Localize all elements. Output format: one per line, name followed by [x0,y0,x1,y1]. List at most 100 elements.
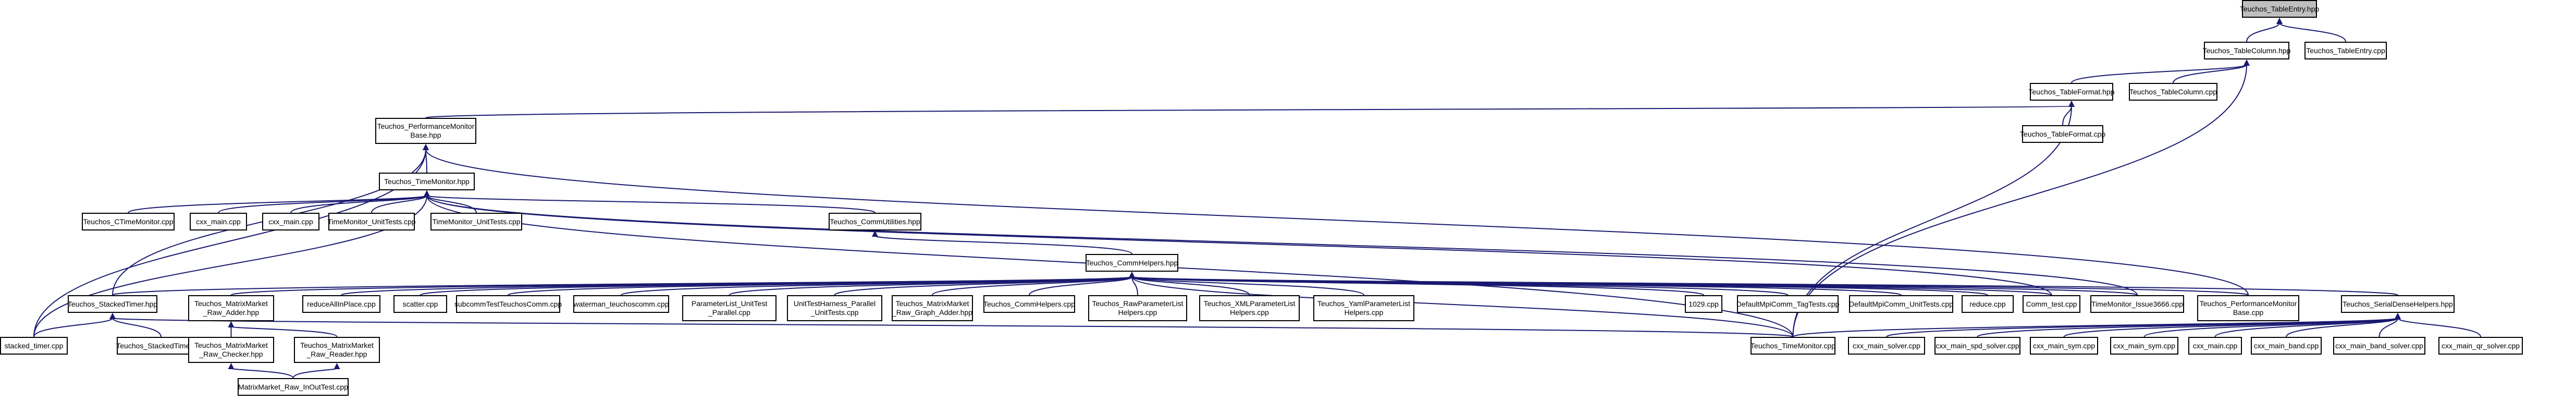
file-node[interactable]: Comm_test.cpp [2023,295,2080,313]
file-node[interactable]: cxx_main_band_solver.cpp [2333,337,2425,355]
file-node[interactable]: reduce.cpp [1962,295,2014,313]
file-node-label: UnitTestHarness_Parallel [793,299,876,308]
file-node[interactable]: Teuchos_TableFormat.hpp [2028,83,2115,101]
include-edge [1792,64,2247,337]
file-node[interactable]: Teuchos_CommUtilities.hpp [829,213,921,230]
file-node[interactable]: reduceAllInPlace.cpp [302,295,380,313]
arrowhead-icon [2276,18,2283,24]
file-node-label: Teuchos_TableFormat.hpp [2028,87,2115,96]
arrowhead-icon [228,363,235,369]
file-node-label: waterman_teuchoscomm.cpp [573,299,669,308]
arrowhead-icon [109,313,116,319]
file-node[interactable]: TimeMonitor_UnitTests.cpp [327,213,416,230]
arrowhead-icon [2395,313,2401,319]
file-node[interactable]: Teuchos_SerialDenseHelpers.hpp [2341,295,2455,313]
file-node[interactable]: cxx_main_sym.cpp [2110,337,2178,355]
file-node[interactable]: TimeMonitor_Issue3666.cpp [2090,295,2184,313]
file-node[interactable]: cxx_main.cpp [262,213,319,230]
file-node-label: Base.cpp [2233,308,2264,317]
include-edge [2246,22,2280,42]
file-node[interactable]: cxx_main_band.cpp [2251,337,2322,355]
file-node[interactable]: subcommTestTeuchosComm.cpp [454,295,562,313]
file-node[interactable]: DefaultMpiComm_TagTests.cpp [1736,295,1839,313]
file-node-label: Teuchos_CommHelpers.cpp [983,299,1075,308]
file-node[interactable]: cxx_main_solver.cpp [1848,337,1925,355]
arrowhead-icon [423,144,429,150]
include-edge [230,368,294,379]
file-node-label: Teuchos_CTimeMonitor.cpp [83,217,174,226]
file-node-label: subcommTestTeuchosComm.cpp [454,299,562,308]
file-node-label: cxx_main_sym.cpp [2032,341,2096,350]
file-node-label: _Raw_Checker.hpp [199,350,263,358]
file-node-label: Teuchos_SerialDenseHelpers.hpp [2343,299,2453,308]
file-node[interactable]: cxx_main_spd_solver.cpp [1934,337,2020,355]
file-node[interactable]: Teuchos_MatrixMarket_Raw_Checker.hpp [188,337,274,363]
include-edge [290,195,427,213]
file-node-label: Helpers.cpp [1344,308,1384,317]
file-node-label: _UnitTests.cpp [810,308,859,317]
file-node[interactable]: waterman_teuchoscomm.cpp [573,295,669,313]
file-node-label: cxx_main_sym.cpp [2113,341,2176,350]
include-edge [426,195,477,213]
file-node[interactable]: Teuchos_TableColumn.cpp [2129,83,2217,101]
file-node[interactable]: ParameterList_UnitTest_Parallel.cpp [682,295,777,321]
file-node[interactable]: Teuchos_MatrixMarket_Raw_Graph_Adder.hpp [892,295,973,321]
file-node-label: TimeMonitor_UnitTests.cpp [432,217,521,226]
arrowhead-icon [334,363,340,369]
arrowhead-icon [1129,272,1135,278]
file-node-label: Base.hpp [410,131,441,139]
file-node-label: Teuchos_TableColumn.hpp [2202,46,2291,55]
include-edge [33,318,113,337]
include-edge [112,318,162,337]
file-node-label: cxx_main_solver.cpp [1853,341,1920,350]
file-node[interactable]: MatrixMarket_Raw_InOutTest.cpp [238,378,349,396]
file-node[interactable]: TimeMonitor_UnitTests.cpp [430,213,522,230]
arrowhead-icon [2068,101,2075,107]
file-node-label: Teuchos_CommUtilities.hpp [830,217,920,226]
file-node[interactable]: Teuchos_TableEntry.cpp [2304,42,2387,59]
include-edge [230,326,338,337]
file-node-label: Teuchos_TimeMonitor.hpp [384,177,470,186]
file-node[interactable]: Teuchos_TableEntry.hpp [2240,0,2319,18]
file-node[interactable]: Teuchos_TableFormat.cpp [2020,125,2105,143]
file-node[interactable]: Teuchos_StackedTimer.hpp [68,295,157,313]
include-edge [1131,276,1364,296]
file-node[interactable]: Teuchos_TimeMonitor.hpp [379,173,475,190]
file-node-label: cxx_main_qr_solver.cpp [2441,341,2520,350]
file-node[interactable]: scatter.cpp [393,295,447,313]
file-node-label: reduceAllInPlace.cpp [307,299,376,308]
file-node[interactable]: Teuchos_TableColumn.hpp [2202,42,2291,59]
file-node-label: ParameterList_UnitTest [691,299,768,308]
include-edge [426,195,2138,296]
file-node-label: scatter.cpp [402,299,438,308]
file-node[interactable]: UnitTestHarness_Parallel_UnitTests.cpp [787,295,882,321]
include-edge [1131,276,2398,296]
file-node[interactable]: Teuchos_CommHelpers.hpp [1086,254,1178,272]
file-node[interactable]: cxx_main_sym.cpp [2030,337,2098,355]
file-node-label: Teuchos_CommHelpers.hpp [1086,258,1178,267]
file-node[interactable]: 1029.cpp [1685,295,1722,313]
arrowhead-icon [2244,59,2250,66]
file-node[interactable]: DefaultMpiComm_UnitTests.cpp [1849,295,1953,313]
file-node[interactable]: cxx_main_qr_solver.cpp [2438,337,2523,355]
include-edge [2397,318,2481,337]
file-node[interactable]: Teuchos_MatrixMarket_Raw_Reader.hpp [294,337,380,363]
file-node[interactable]: cxx_main.cpp [2188,337,2242,355]
file-node-label: MatrixMarket_Raw_InOutTest.cpp [238,382,348,391]
file-node[interactable]: stacked_timer.cpp [0,337,68,355]
include-edge [2214,318,2398,337]
file-node[interactable]: Teuchos_TimeMonitor.cpp [1751,337,1835,355]
file-node-label: _Raw_Graph_Adder.hpp [892,308,973,317]
include-edge [292,368,338,379]
file-node[interactable]: Teuchos_CommHelpers.cpp [983,295,1075,313]
file-node[interactable]: cxx_main.cpp [190,213,247,230]
file-node[interactable]: Teuchos_MatrixMarket_Raw_Adder.hpp [188,295,274,321]
file-node-label: Teuchos_TimeMonitor.cpp [1751,341,1835,350]
include-edge [2071,64,2247,83]
file-node[interactable]: Teuchos_CTimeMonitor.cpp [82,213,175,230]
